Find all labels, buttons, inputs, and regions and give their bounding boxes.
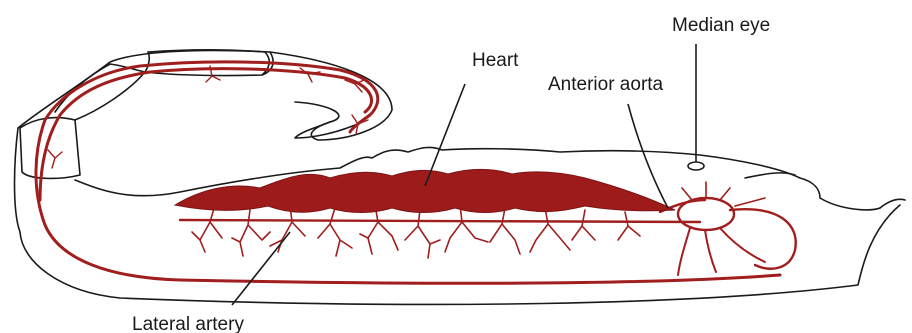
carapace-edge: [745, 173, 795, 178]
anterior-aorta-leader: [628, 104, 668, 208]
label-lateral-artery: Lateral artery: [132, 314, 244, 333]
chelicera: [880, 199, 905, 208]
label-anterior-aorta: Anterior aorta: [548, 74, 664, 95]
tail-branches: [48, 66, 368, 168]
heart-leader: [425, 84, 465, 186]
head-branch-3: [720, 228, 765, 262]
median-eye-shape: [688, 162, 704, 170]
head-branch-1: [678, 228, 690, 275]
head-ring-vessel: [678, 198, 734, 230]
head-branch-2: [705, 230, 716, 272]
tail-segment-1: [20, 118, 80, 179]
head-loop-vessel: [730, 209, 796, 268]
lateral-artery-vessel: [180, 220, 700, 222]
label-heart: Heart: [472, 50, 519, 71]
label-median-eye: Median eye: [672, 15, 770, 36]
heart-shape: [175, 170, 675, 213]
stinger: [295, 122, 355, 138]
